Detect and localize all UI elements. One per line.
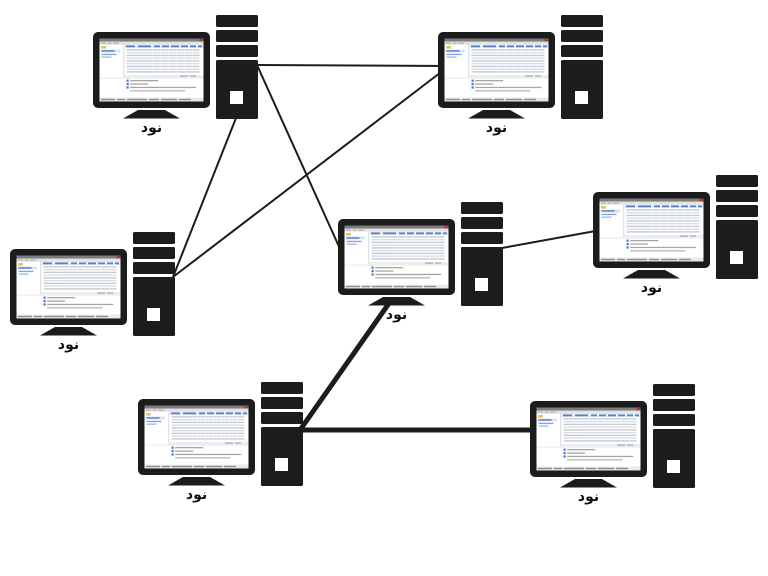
node-4: نود (338, 202, 503, 323)
computer-icon (93, 15, 258, 119)
edge-node-6-node-4 (297, 297, 395, 432)
node-label: نود (577, 489, 600, 505)
node-label: نود (385, 307, 408, 323)
node-label: نود (640, 280, 663, 296)
node-label: نود (485, 120, 508, 136)
computer-icon (530, 384, 695, 488)
node-label: نود (140, 120, 163, 136)
edge-node-4-node-5 (501, 229, 602, 249)
edge-node-1-node-2 (256, 64, 450, 67)
node-7: نود (530, 384, 695, 505)
node-2: نود (438, 15, 603, 136)
computer-icon (10, 232, 175, 336)
node-label: نود (57, 337, 80, 353)
node-5: نود (593, 175, 758, 296)
node-3: نود (10, 232, 175, 353)
computer-icon (438, 15, 603, 119)
edge-node-3-node-2 (172, 65, 450, 278)
edge-node-1-node-4 (256, 64, 342, 252)
node-1: نود (93, 15, 258, 136)
node-label: نود (185, 487, 208, 503)
computer-icon (138, 382, 303, 486)
computer-icon (338, 202, 503, 306)
computer-icon (593, 175, 758, 279)
node-6: نود (138, 382, 303, 503)
